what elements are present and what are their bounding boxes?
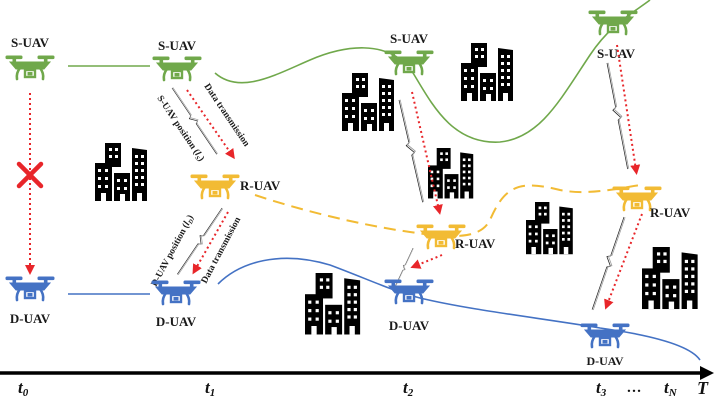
r-uav-trajectory bbox=[254, 184, 641, 238]
building-icon bbox=[642, 247, 698, 310]
wireless-link-icon bbox=[588, 215, 629, 312]
s-uav-label: S-UAV bbox=[158, 38, 197, 53]
r-uav-drone-icon bbox=[189, 173, 241, 200]
r-uav-label: R-UAV bbox=[650, 205, 691, 220]
data-transmission-label: Data transmission bbox=[202, 82, 252, 149]
time-tick-labels: t0 t1 t2 t3 … tN T bbox=[18, 378, 709, 399]
data-transmission-label: Data transmission bbox=[200, 215, 244, 285]
d-uav-label: D-UAV bbox=[389, 318, 430, 333]
wireless-link-icon bbox=[392, 247, 416, 290]
tick-label-t1: t1 bbox=[205, 378, 215, 399]
s-uav-drone-icon bbox=[151, 55, 203, 82]
tick-label-tN: tN bbox=[664, 378, 678, 399]
r-uav-label: R-UAV bbox=[240, 178, 281, 193]
d-uav-drone-icon bbox=[4, 275, 56, 302]
t0-group: S-UAV D-UAV bbox=[4, 35, 56, 326]
data-transmission-arrow bbox=[616, 44, 641, 175]
s-uav-position-label: S-UAV position (lS) bbox=[154, 94, 207, 164]
tick-label-t2: t2 bbox=[403, 378, 414, 399]
d-uav-label: D-UAV bbox=[586, 354, 623, 368]
building-icon bbox=[95, 143, 147, 201]
building-icon bbox=[305, 273, 361, 335]
data-transmission-arrow bbox=[192, 211, 229, 275]
s-uav-drone-icon bbox=[383, 49, 435, 76]
s-uav-label: S-UAV bbox=[390, 31, 429, 46]
t3-group: S-UAV R-UAV D-UAV bbox=[579, 9, 691, 368]
d-uav-trajectory bbox=[217, 257, 701, 361]
tick-label-ellipsis: … bbox=[627, 380, 642, 396]
tick-label-t3: t3 bbox=[596, 378, 607, 399]
s-uav-label: S-UAV bbox=[11, 35, 50, 50]
d-uav-position-label: D-UAV position (lD) bbox=[149, 213, 197, 289]
data-transmission-arrow bbox=[410, 254, 443, 269]
s-uav-drone-icon bbox=[587, 9, 639, 36]
d-uav-drone-icon bbox=[579, 322, 631, 349]
s-uav-label: S-UAV bbox=[597, 46, 636, 61]
building-icon bbox=[526, 202, 573, 255]
axis-end-label: T bbox=[697, 378, 709, 398]
building-icon bbox=[461, 43, 513, 101]
t1-group: S-UAV S-UAV position (lS) Data transmiss… bbox=[149, 38, 281, 329]
data-transmission-arrow bbox=[411, 91, 443, 215]
building-icon bbox=[342, 73, 394, 131]
d-uav-label: D-UAV bbox=[10, 311, 51, 326]
s-uav-trajectory bbox=[214, 0, 651, 143]
tick-label-t0: t0 bbox=[18, 378, 29, 399]
blocked-x-icon bbox=[16, 161, 44, 189]
r-uav-label: R-UAV bbox=[455, 236, 496, 251]
data-transmission-arrow bbox=[604, 213, 643, 310]
time-axis-arrowhead bbox=[700, 366, 714, 380]
t2-group: S-UAV R-UAV D-UAV bbox=[383, 31, 496, 333]
wireless-link-icon bbox=[395, 98, 428, 204]
d-uav-drone-icon bbox=[150, 279, 202, 306]
data-transmission-arrow bbox=[186, 89, 235, 160]
d-uav-label: D-UAV bbox=[156, 314, 197, 329]
s-uav-drone-icon bbox=[4, 54, 56, 81]
